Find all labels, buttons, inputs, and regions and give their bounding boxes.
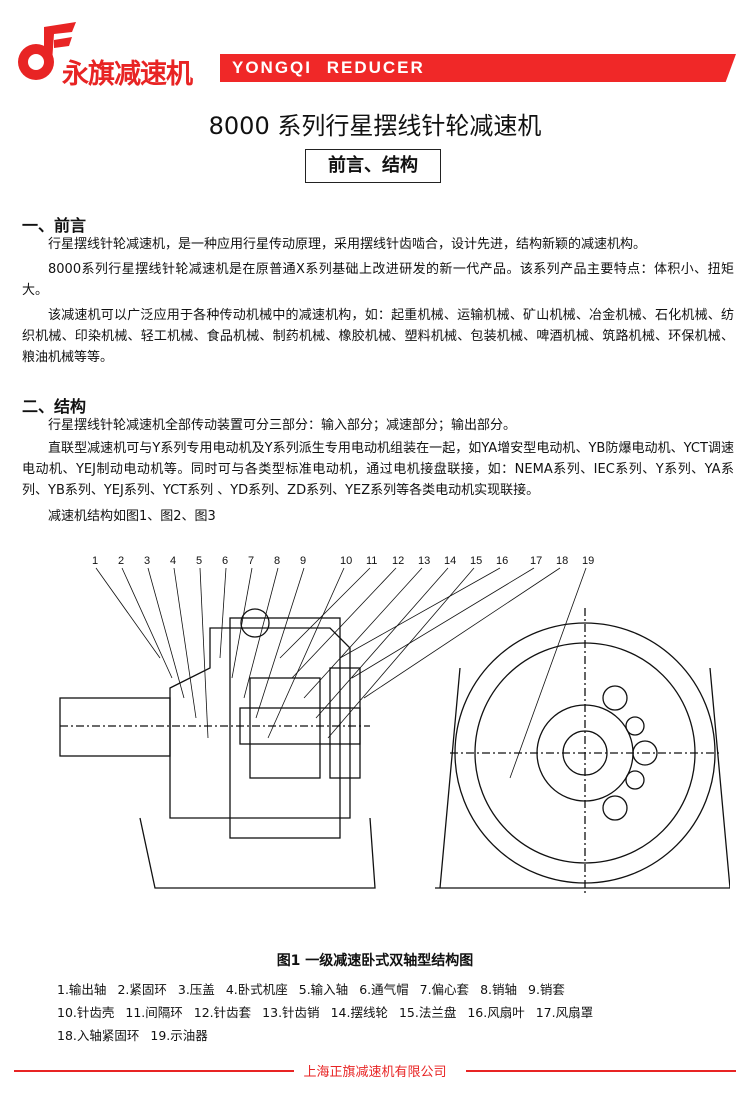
callout-leader xyxy=(291,567,397,679)
legend-item: 11.间隔环 xyxy=(125,1005,183,1020)
legend-item: 17.风扇罩 xyxy=(535,1005,594,1020)
legend-item: 2.紧固环 xyxy=(117,982,167,997)
legend-item: 18.入轴紧固环 xyxy=(57,1028,140,1043)
preface-paragraph-1: 行星摆线针轮减速机，是一种应用行星传动原理，采用摆线针齿啮合，设计先进，结构新颖… xyxy=(48,237,647,252)
footer-divider-right xyxy=(466,1070,736,1072)
section-heading-structure: 二、结构 xyxy=(22,397,87,416)
parts-legend: 1.输出轴 2.紧固环 3.压盖 4.卧式机座 5.输入轴 6.通气帽 7.偏心套 8.销轴 9… xyxy=(57,978,707,1047)
callout-number: 2 xyxy=(118,555,124,567)
brand-name-cn: 永旗减速机 xyxy=(62,59,193,90)
legend-item: 4.卧式机座 xyxy=(225,982,288,997)
brand-logo xyxy=(18,22,76,80)
callout-leader xyxy=(255,567,305,719)
callout-number: 5 xyxy=(196,555,202,567)
callout-number: 11 xyxy=(366,555,377,567)
legend-item: 13.针齿销 xyxy=(262,1005,320,1020)
callout-leader xyxy=(339,567,501,659)
preface-paragraph-2: 8000系列行星摆线针轮减速机是在原普通X系列基础上改进研发的新一代产品。该系列… xyxy=(22,262,734,298)
callout-number: 12 xyxy=(392,555,404,567)
legend-item: 19.示油器 xyxy=(150,1028,208,1043)
callout-number: 17 xyxy=(530,555,542,567)
structure-paragraph-1: 行星摆线针轮减速机全部传动装置可分三部分：输入部分；减速部分；输出部分。 xyxy=(48,418,517,433)
callout-leader xyxy=(279,567,371,659)
figure-caption: 图1 一级减速卧式双轴型结构图 xyxy=(276,953,474,969)
callout-number: 14 xyxy=(444,555,456,567)
callout-leader xyxy=(95,567,161,659)
callout-leader xyxy=(351,567,535,679)
callout-leader xyxy=(267,567,345,739)
page-title: 8000 系列行星摆线针轮减速机 xyxy=(208,112,542,140)
legend-item: 9.销套 xyxy=(528,982,565,997)
section-heading-preface: 一、前言 xyxy=(22,216,87,235)
legend-item: 15.法兰盘 xyxy=(398,1005,457,1020)
callout-number: 15 xyxy=(470,555,482,567)
callout-leader xyxy=(173,567,197,719)
legend-item: 7.偏心套 xyxy=(419,982,470,997)
callout-number: 18 xyxy=(556,555,568,567)
callout-number: 3 xyxy=(144,555,150,567)
structure-paragraph-3: 减速机结构如图1、图2、图3 xyxy=(48,509,216,524)
callout-leader xyxy=(243,567,279,699)
legend-item: 5.输入轴 xyxy=(298,982,349,997)
legend-item: 10.针齿壳 xyxy=(57,1005,115,1020)
legend-item: 16.风扇叶 xyxy=(467,1005,525,1020)
legend-item: 6.通气帽 xyxy=(359,982,409,997)
legend-item: 8.销轴 xyxy=(480,982,517,997)
callout-number: 6 xyxy=(222,555,228,567)
callout-leader xyxy=(315,567,449,719)
callout-leader xyxy=(303,567,423,699)
callout-leader xyxy=(363,567,561,699)
legend-item: 14.摆线轮 xyxy=(330,1005,388,1020)
callout-number: 10 xyxy=(340,555,352,567)
legend-item: 3.压盖 xyxy=(177,982,215,997)
callout-leader xyxy=(231,567,253,679)
callout-number: 8 xyxy=(274,555,280,567)
preface-paragraph-3: 该减速机可以广泛应用于各种传动机械中的减速机构，如：起重机械、运输机械、矿山机械… xyxy=(22,308,734,365)
callout-number: 7 xyxy=(248,555,254,567)
callout-leader xyxy=(121,567,173,679)
callout-number: 4 xyxy=(170,555,176,567)
callout-leader xyxy=(199,567,209,739)
footer-divider-left xyxy=(14,1070,294,1072)
brand-name-en: YONGQI REDUCER xyxy=(232,58,425,77)
page-subtitle: 前言、结构 xyxy=(305,149,441,183)
brand-band: YONGQI REDUCER xyxy=(220,54,736,82)
callout-number: 13 xyxy=(418,555,430,567)
footer: 上海正旗减速机有限公司 xyxy=(14,1063,736,1080)
structure-paragraph-2: 直联型减速机可与Y系列专用电动机及Y系列派生专用电动机组装在一起，如YA增安型电… xyxy=(22,441,734,498)
footer-company: 上海正旗减速机有限公司 xyxy=(303,1065,447,1080)
legend-item: 1.输出轴 xyxy=(57,982,107,997)
callout-number: 9 xyxy=(300,555,306,567)
callout-leader xyxy=(219,567,227,659)
callout-number: 16 xyxy=(496,555,508,567)
callout-number: 19 xyxy=(582,555,594,567)
callout-leader xyxy=(509,567,587,779)
legend-item: 12.针齿套 xyxy=(193,1005,252,1020)
callout-leader xyxy=(147,567,185,699)
callout-number: 1 xyxy=(92,555,98,567)
